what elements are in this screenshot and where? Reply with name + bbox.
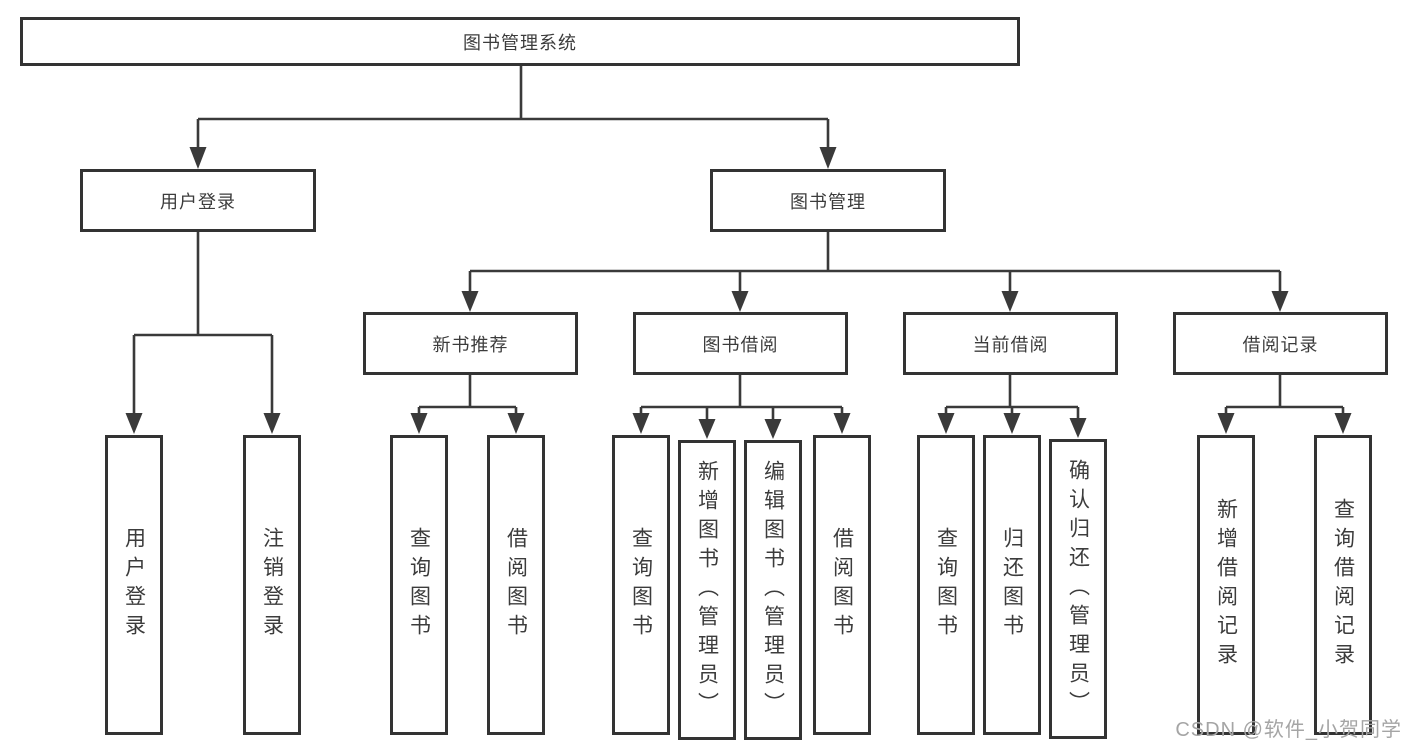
node-label: 借阅图书 (830, 527, 854, 643)
node-label: 用户登录 (160, 191, 236, 212)
node-book-management-system: 图书管理系统 (20, 17, 1020, 66)
node-leaf-add-book-admin: 新增图书（管理员） (678, 440, 736, 740)
node-book-borrow: 图书借阅 (633, 312, 848, 375)
connector-user-login-to-leaves (125, 231, 281, 434)
node-label: 借阅图书 (504, 527, 528, 643)
node-leaf-query-books-3: 查询图书 (917, 435, 975, 735)
node-leaf-return-books: 归还图书 (983, 435, 1041, 735)
node-label: 归还图书 (1000, 527, 1024, 643)
node-label: 新增借阅记录 (1214, 498, 1238, 672)
node-label: 注销登录 (260, 527, 284, 643)
node-current-borrow: 当前借阅 (903, 312, 1118, 375)
connector-book-mgmt-to-level3 (461, 231, 1289, 312)
node-leaf-query-books-1: 查询图书 (390, 435, 448, 735)
node-label: 编辑图书（管理员） (761, 459, 785, 721)
node-label: 借阅记录 (1242, 334, 1319, 355)
node-leaf-logout: 注销登录 (243, 435, 301, 735)
node-user-login: 用户登录 (80, 169, 316, 232)
node-leaf-confirm-return-admin: 确认归还（管理员） (1049, 439, 1107, 739)
node-label: 新书推荐 (432, 334, 509, 355)
node-label: 查询图书 (629, 527, 653, 643)
connector-borrow-records-to-leaves (1217, 374, 1352, 434)
connector-book-borrow-to-leaves (632, 374, 851, 439)
node-leaf-user-login: 用户登录 (105, 435, 163, 735)
node-borrow-records: 借阅记录 (1173, 312, 1388, 375)
node-label: 图书借阅 (702, 334, 779, 355)
connector-new-book-to-leaves (410, 374, 525, 434)
node-label: 查询借阅记录 (1331, 498, 1355, 672)
connector-current-borrow-to-leaves (937, 374, 1087, 438)
node-new-book-recommend: 新书推荐 (363, 312, 578, 375)
node-leaf-borrow-books-2: 借阅图书 (813, 435, 871, 735)
csdn-watermark: CSDN @软件_小贺同学 (1175, 719, 1402, 741)
node-label: 新增图书（管理员） (695, 459, 719, 721)
node-label: 用户登录 (122, 527, 146, 643)
node-leaf-borrow-books-1: 借阅图书 (487, 435, 545, 735)
node-leaf-query-borrow-record: 查询借阅记录 (1314, 435, 1372, 735)
node-leaf-query-books-2: 查询图书 (612, 435, 670, 735)
node-label: 图书管理系统 (463, 32, 577, 53)
connector-root-to-level2 (189, 64, 837, 169)
node-label: 图书管理 (790, 191, 866, 212)
node-label: 确认归还（管理员） (1066, 458, 1090, 720)
node-label: 当前借阅 (972, 334, 1049, 355)
node-leaf-add-borrow-record: 新增借阅记录 (1197, 435, 1255, 735)
node-book-management: 图书管理 (710, 169, 946, 232)
node-label: 查询图书 (934, 527, 958, 643)
node-label: 查询图书 (407, 527, 431, 643)
node-leaf-edit-book-admin: 编辑图书（管理员） (744, 440, 802, 740)
